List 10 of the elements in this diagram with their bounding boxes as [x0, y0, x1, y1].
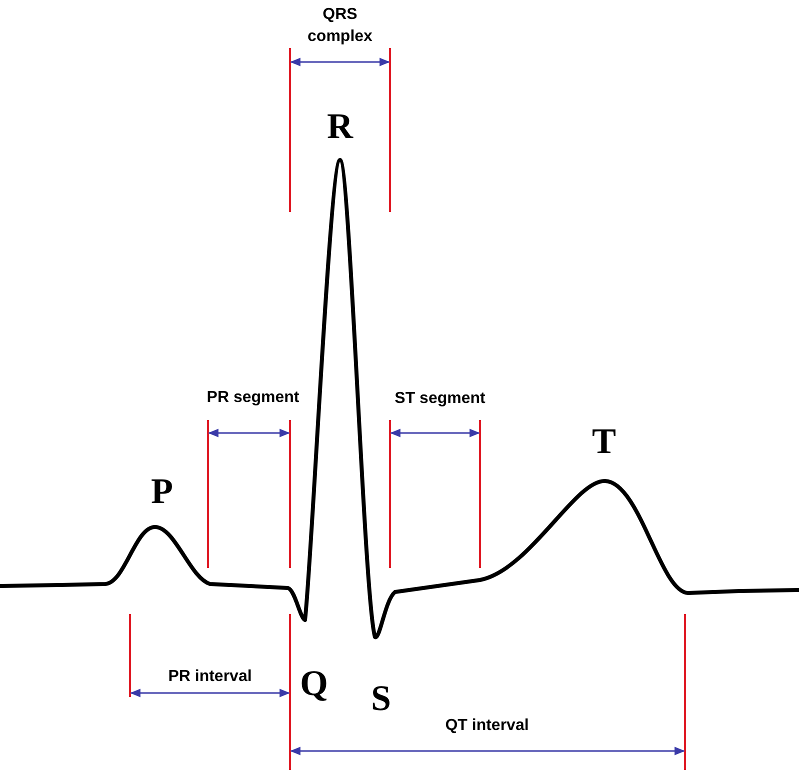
- interval-label: QRS complex: [306, 5, 374, 47]
- wave-label: R: [327, 108, 353, 144]
- interval-label: ST segment: [394, 389, 486, 409]
- interval-label: PR interval: [168, 667, 252, 687]
- wave-label: S: [370, 680, 392, 716]
- wave-label: P: [151, 473, 173, 509]
- interval-label: QT interval: [445, 716, 529, 736]
- wave-label: T: [592, 423, 616, 459]
- interval-label: PR segment: [206, 388, 300, 408]
- wave-label: Q: [300, 665, 328, 701]
